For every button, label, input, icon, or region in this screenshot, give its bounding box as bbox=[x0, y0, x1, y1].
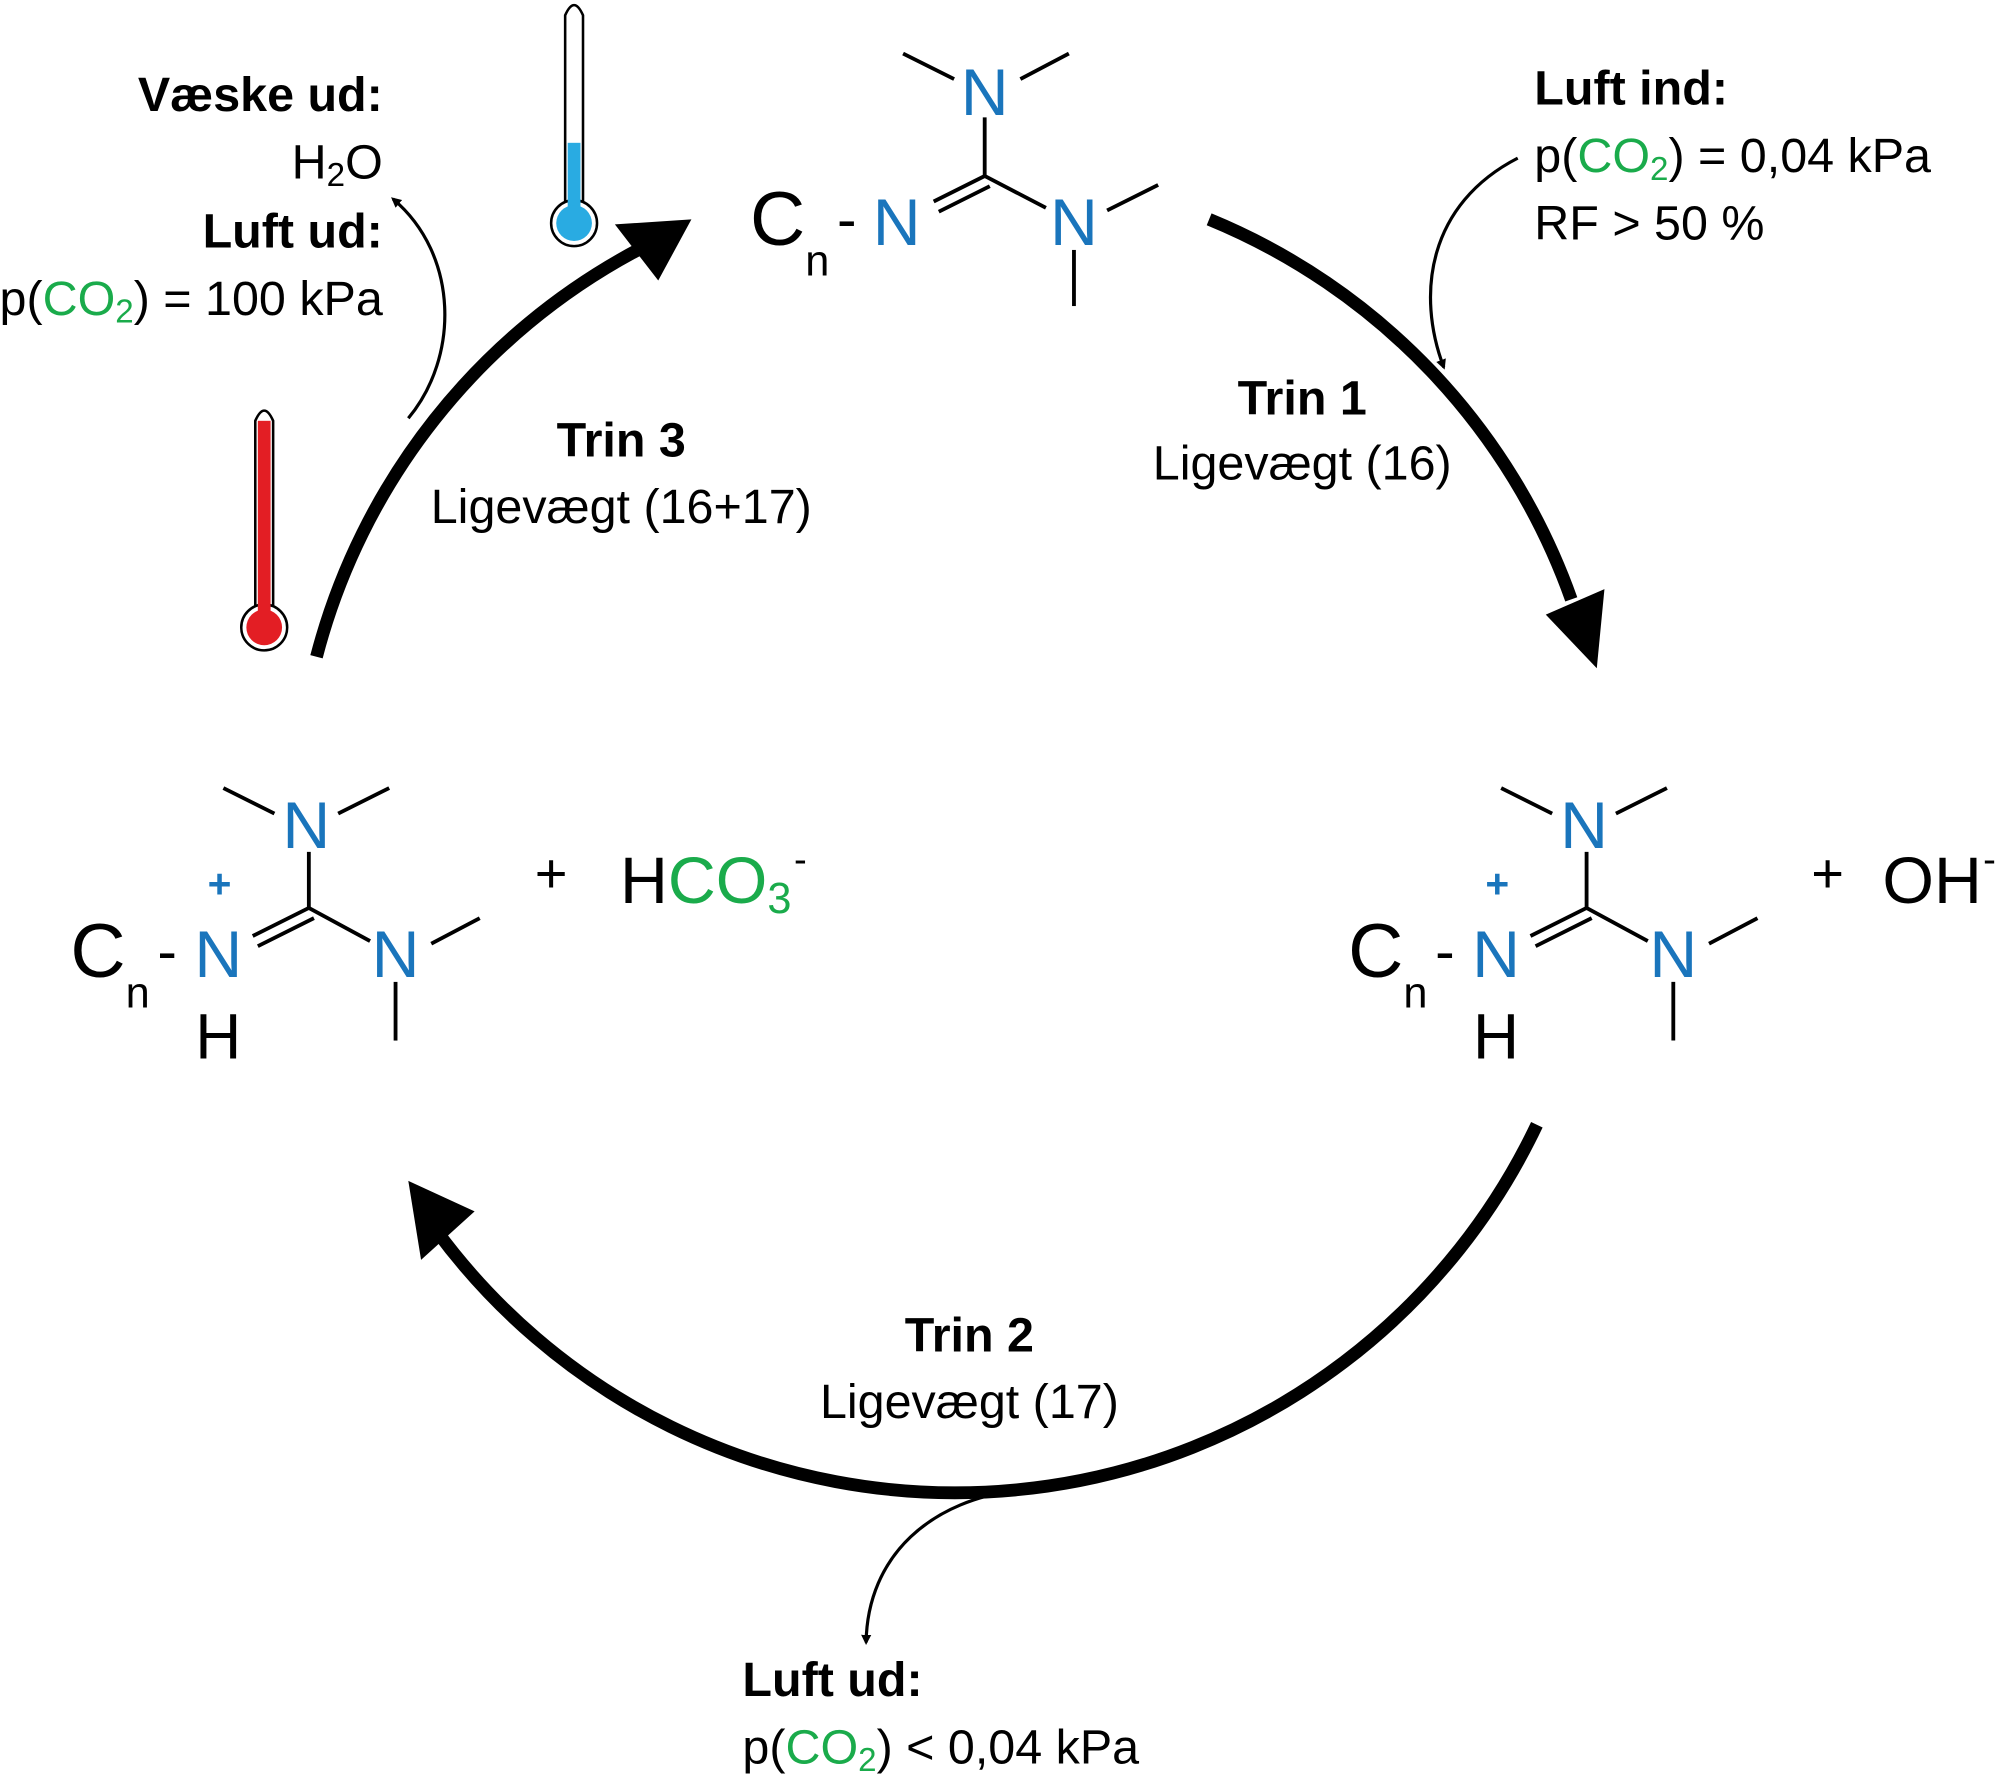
svg-text:RF > 50 %: RF > 50 % bbox=[1534, 197, 1764, 251]
trin-1-arrow bbox=[1206, 213, 1605, 669]
svg-text:Luft ud:: Luft ud: bbox=[203, 204, 383, 258]
svg-text:Trin 3: Trin 3 bbox=[557, 414, 686, 468]
air-out-bottom-arrow bbox=[861, 1487, 1025, 1646]
guanidine-molecule-top: N Cn- N N bbox=[750, 51, 1159, 307]
cold-thermometer-icon bbox=[549, 3, 599, 248]
step-2-label: Trin 2 Ligevægt (17) bbox=[820, 1309, 1119, 1429]
svg-text:+: + bbox=[208, 861, 232, 907]
svg-text:Ligevægt (16): Ligevægt (16) bbox=[1153, 436, 1452, 490]
svg-text:Væske ud:: Væske ud: bbox=[138, 68, 383, 122]
bicarbonate-ion: HCO3- bbox=[620, 838, 807, 923]
svg-text:N: N bbox=[1050, 186, 1098, 260]
svg-text:N: N bbox=[282, 789, 330, 863]
svg-text:Ligevægt (16+17): Ligevægt (16+17) bbox=[431, 480, 812, 534]
carbon-chain-label: Cn- bbox=[1348, 909, 1455, 1018]
svg-text:Luft ind:: Luft ind: bbox=[1534, 62, 1728, 116]
svg-text:N: N bbox=[873, 186, 921, 260]
carbon-chain-label: Cn- bbox=[70, 909, 177, 1018]
guanidinium-molecule-right: N Cn- + N H N bbox=[1348, 786, 1759, 1072]
air-in-arrow bbox=[1428, 156, 1519, 370]
plus-sign: + bbox=[535, 842, 568, 905]
air-out-bottom-label: Luft ud: p(CO2) < 0,04 kPa bbox=[742, 1653, 1139, 1779]
svg-text:N: N bbox=[1560, 789, 1608, 863]
svg-text:N: N bbox=[961, 56, 1009, 130]
guanidinium-molecule-left: N Cn- + N H N bbox=[70, 786, 481, 1072]
svg-text:N: N bbox=[1649, 918, 1697, 992]
air-out-top-label: Luft ud: p(CO2) = 100 kPa bbox=[0, 204, 383, 330]
svg-text:Luft ud:: Luft ud: bbox=[742, 1653, 922, 1707]
carbon-chain-label: Cn- bbox=[750, 177, 857, 286]
svg-text:H: H bbox=[195, 1000, 241, 1072]
svg-text:p(CO2) < 0,04 kPa: p(CO2) < 0,04 kPa bbox=[742, 1721, 1139, 1780]
step-3-label: Trin 3 Ligevægt (16+17) bbox=[431, 414, 812, 534]
svg-text:N: N bbox=[194, 918, 242, 992]
svg-text:Trin 1: Trin 1 bbox=[1238, 371, 1367, 425]
svg-text:H2O: H2O bbox=[292, 136, 383, 195]
air-out-top-arrow bbox=[391, 197, 447, 420]
svg-text:N: N bbox=[372, 918, 420, 992]
svg-text:+: + bbox=[1485, 861, 1509, 907]
air-in-label: Luft ind: p(CO2) = 0,04 kPa RF > 50 % bbox=[1534, 62, 1931, 251]
svg-text:N: N bbox=[1472, 918, 1520, 992]
svg-text:H: H bbox=[1473, 1000, 1519, 1072]
hot-thermometer-icon bbox=[239, 409, 289, 652]
trin-3-arrow bbox=[310, 219, 692, 659]
step-1-label: Trin 1 Ligevægt (16) bbox=[1153, 371, 1452, 490]
plus-sign: + bbox=[1811, 842, 1844, 905]
svg-text:Trin 2: Trin 2 bbox=[905, 1309, 1034, 1363]
liquid-out-label: Væske ud: H2O bbox=[138, 68, 383, 194]
svg-text:Ligevægt (17): Ligevægt (17) bbox=[820, 1375, 1119, 1429]
svg-text:p(CO2) = 0,04 kPa: p(CO2) = 0,04 kPa bbox=[1534, 129, 1931, 188]
hydroxide-ion: OH- bbox=[1882, 838, 1995, 918]
svg-text:p(CO2) = 100 kPa: p(CO2) = 100 kPa bbox=[0, 272, 383, 331]
